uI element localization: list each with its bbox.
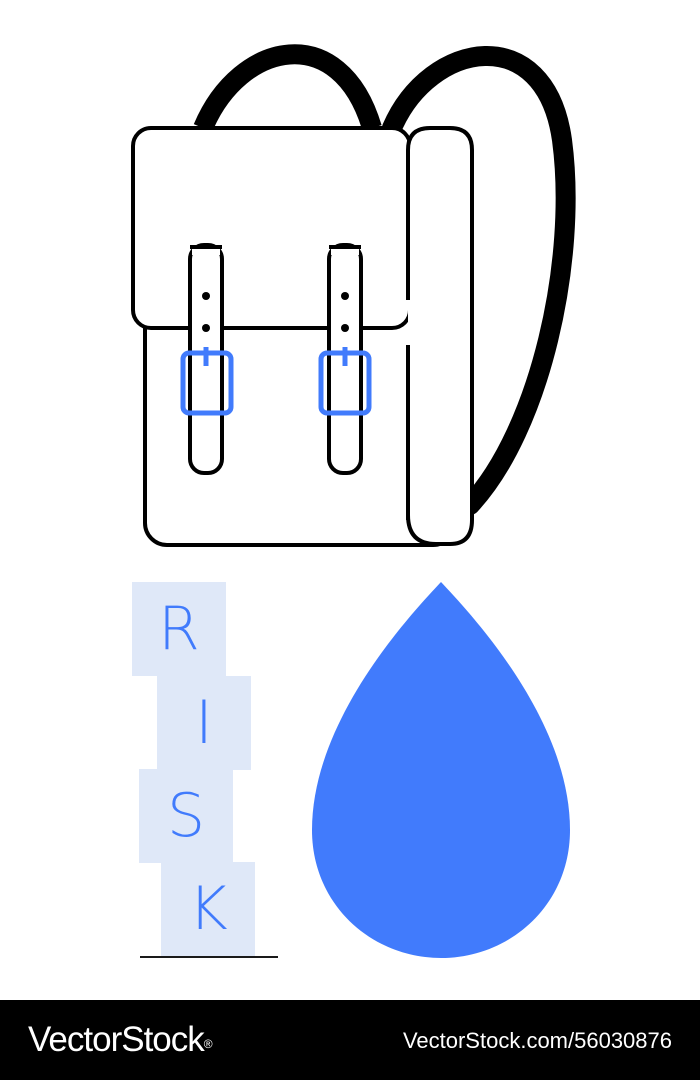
risk-block-r: R <box>132 582 226 676</box>
registered-mark: ® <box>203 1037 213 1051</box>
backpack-strap-right <box>382 46 576 515</box>
backpack-strap-left <box>193 44 382 133</box>
illustration-canvas: R I S K <box>131 44 576 958</box>
risk-block-s: S <box>139 769 233 863</box>
vectorstock-logo: VectorStock® <box>28 1020 213 1060</box>
water-drop-icon <box>312 582 570 958</box>
risk-letter: K <box>188 874 228 944</box>
backpack-side-pocket <box>406 126 474 546</box>
vectorstock-logo-text: VectorStock <box>28 1020 205 1059</box>
risk-block-k: K <box>161 862 255 956</box>
risk-letter: I <box>195 688 213 758</box>
risk-letter: R <box>158 594 200 664</box>
image-id-text: VectorStock.com/56030876 <box>402 1028 672 1053</box>
risk-letter: S <box>166 781 206 851</box>
watermark-footer: VectorStock® VectorStock.com/56030876 <box>0 1000 700 1080</box>
backpack-flap <box>131 126 412 330</box>
risk-block-i: I <box>157 676 251 770</box>
backpack-icon <box>131 44 576 958</box>
ground-line <box>140 956 278 958</box>
